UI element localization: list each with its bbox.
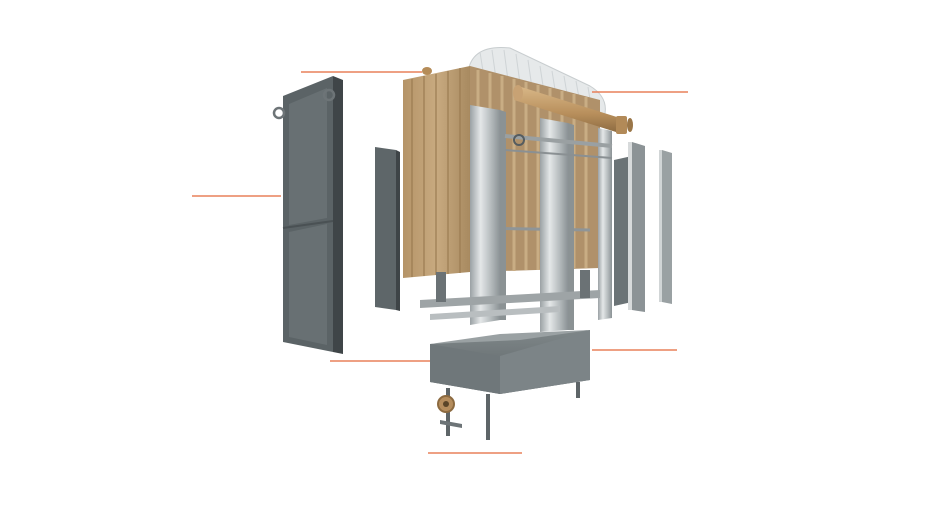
- right-side-panel-mid: [628, 142, 645, 312]
- left-side-panel: [272, 76, 343, 354]
- vertical-channel-supports: [470, 105, 613, 332]
- pipe-stub-icon: [422, 67, 432, 75]
- lifting-lug-icon: [272, 106, 286, 120]
- callout-lines: [192, 71, 688, 454]
- lifting-lug-icon: [322, 88, 336, 102]
- bolt-ring-icon: [513, 134, 525, 146]
- right-side-panel-inner: [614, 156, 632, 306]
- bottom-frame-rails: [420, 270, 600, 320]
- left-insulation-panel: [375, 147, 400, 311]
- base-tray: [430, 330, 590, 440]
- right-side-panel-outer: [659, 150, 672, 304]
- top-manifold-pipe: [422, 67, 633, 134]
